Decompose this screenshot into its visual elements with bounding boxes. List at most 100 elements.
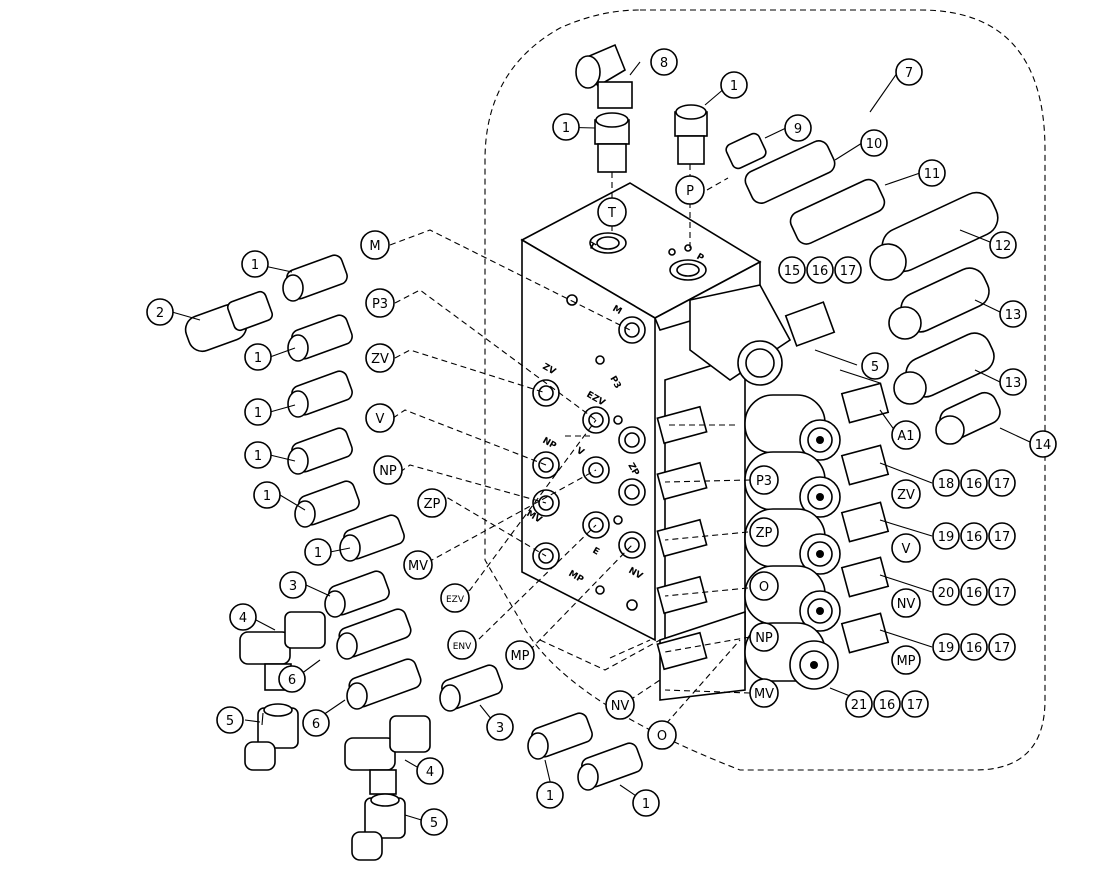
svg-text:O: O	[759, 580, 769, 595]
svg-text:P: P	[686, 184, 694, 199]
svg-text:19: 19	[938, 641, 955, 656]
callout-6: 6	[278, 665, 306, 693]
svg-text:P3: P3	[372, 297, 388, 312]
svg-text:5: 5	[226, 714, 234, 729]
callout-3: 3	[279, 571, 307, 599]
svg-text:MV: MV	[408, 559, 428, 574]
callout-16: 16	[960, 578, 988, 606]
callout-16: 16	[873, 690, 901, 718]
callout-1: 1	[304, 538, 332, 566]
callout-1: 1	[632, 789, 660, 817]
port-callout-ezv: EZV	[440, 583, 470, 613]
svg-text:13: 13	[1005, 308, 1022, 323]
svg-text:1: 1	[314, 546, 322, 561]
svg-text:4: 4	[426, 765, 434, 780]
svg-text:14: 14	[1035, 438, 1052, 453]
svg-text:6: 6	[312, 717, 320, 732]
callout-8: 8	[650, 48, 678, 76]
svg-text:MP: MP	[896, 654, 915, 669]
svg-text:1: 1	[730, 79, 738, 94]
port-callout-zv: ZV	[365, 343, 395, 373]
svg-text:7: 7	[905, 66, 913, 81]
callout-10: 10	[860, 129, 888, 157]
svg-text:3: 3	[496, 721, 504, 736]
svg-text:16: 16	[812, 264, 829, 279]
svg-text:NV: NV	[611, 699, 630, 714]
block-labels: T P M ZV P3 EZV NP V ZP MV E MP NV	[525, 241, 706, 586]
svg-text:A1: A1	[897, 429, 914, 444]
callout-15: 15	[778, 256, 806, 284]
callout-13: 13	[999, 300, 1027, 328]
callout-5: 5	[420, 808, 448, 836]
svg-text:17: 17	[994, 530, 1011, 545]
svg-text:17: 17	[840, 264, 857, 279]
callout-16: 16	[806, 256, 834, 284]
svg-text:6: 6	[288, 673, 296, 688]
callout-16: 16	[960, 469, 988, 497]
port-callout-zv-right: ZV	[891, 479, 921, 509]
svg-text:ZP: ZP	[756, 526, 773, 541]
port-callout-zp-stack: ZP	[749, 517, 779, 547]
svg-text:1: 1	[263, 489, 271, 504]
port-callout-np-stack: NP	[749, 622, 779, 652]
svg-text:11: 11	[924, 167, 941, 182]
callout-17: 17	[988, 522, 1016, 550]
svg-text:19: 19	[938, 530, 955, 545]
callout-1: 1	[552, 113, 580, 141]
port-callout-o-stack: O	[749, 571, 779, 601]
port-callout-nv: NV	[605, 690, 635, 720]
port-callout-t: T	[597, 197, 627, 227]
port-callout-p3-stack: P3	[749, 465, 779, 495]
callout-4: 4	[229, 603, 257, 631]
callout-17: 17	[834, 256, 862, 284]
fittings	[184, 43, 1001, 861]
port-callout-v-right: V	[891, 533, 921, 563]
callout-4: 4	[416, 757, 444, 785]
callout-1: 1	[244, 398, 272, 426]
svg-text:1: 1	[546, 789, 554, 804]
svg-text:21: 21	[851, 698, 868, 713]
callout-17: 17	[988, 633, 1016, 661]
callout-1: 1	[244, 343, 272, 371]
svg-text:17: 17	[994, 477, 1011, 492]
svg-text:V: V	[902, 542, 911, 557]
block-label-v: V	[575, 446, 586, 458]
callout-7: 7	[895, 58, 923, 86]
callout-1: 1	[241, 250, 269, 278]
callout-14: 14	[1029, 430, 1057, 458]
svg-text:17: 17	[907, 698, 924, 713]
svg-text:1: 1	[254, 449, 262, 464]
port-callout-a1: A1	[891, 420, 921, 450]
svg-text:3: 3	[289, 579, 297, 594]
callout-3: 3	[486, 713, 514, 741]
svg-text:16: 16	[966, 477, 983, 492]
svg-text:18: 18	[938, 477, 955, 492]
svg-text:ZP: ZP	[424, 497, 441, 512]
svg-text:T: T	[607, 206, 616, 221]
svg-text:4: 4	[239, 611, 247, 626]
svg-text:ZV: ZV	[897, 488, 915, 503]
solenoid-stack	[656, 284, 890, 701]
svg-text:1: 1	[642, 797, 650, 812]
callout-16: 16	[960, 522, 988, 550]
callout-1: 1	[720, 71, 748, 99]
port-callout-mp: MP	[505, 640, 535, 670]
port-callout-zp: ZP	[417, 488, 447, 518]
block-label-e: E	[591, 546, 601, 558]
svg-text:20: 20	[938, 586, 955, 601]
port-callout-p3: P3	[365, 288, 395, 318]
callout-6: 6	[302, 709, 330, 737]
svg-text:17: 17	[994, 641, 1011, 656]
svg-text:NP: NP	[755, 631, 773, 646]
svg-text:ZV: ZV	[371, 352, 389, 367]
callout-1: 1	[244, 441, 272, 469]
svg-text:1: 1	[251, 258, 259, 273]
port-callout-mv-stack: MV	[749, 678, 779, 708]
callout-20: 20	[932, 578, 960, 606]
callout-18: 18	[932, 469, 960, 497]
callout-9: 9	[784, 114, 812, 142]
port-callout-env: ENV	[447, 630, 477, 660]
callout-2: 2	[146, 298, 174, 326]
left-fittings	[184, 254, 643, 861]
